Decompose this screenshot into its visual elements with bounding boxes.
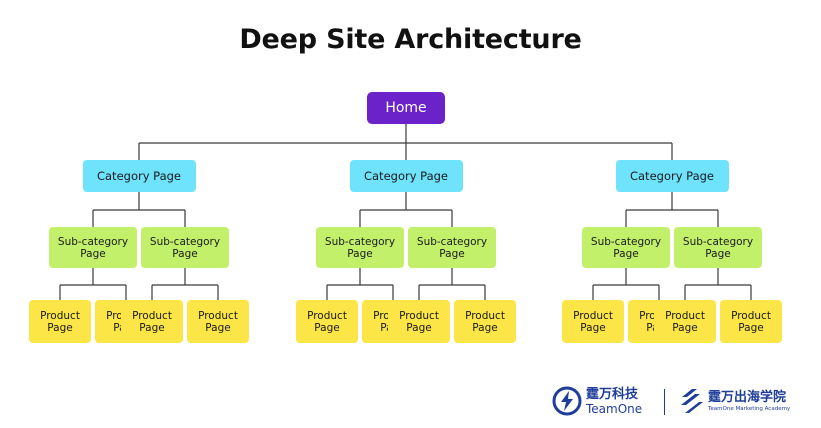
brand-left-en: TeamOne: [586, 401, 643, 416]
brand-right-en: TeamOne Marketing Academy: [708, 405, 791, 412]
product-node: Product Page: [454, 300, 516, 343]
stripe-mark-icon: [681, 389, 703, 413]
brand-right-cn: 霆万出海学院: [708, 389, 787, 405]
brand-left-cn: 霆万科技: [586, 386, 639, 402]
subcategory-node: Sub-category Page: [582, 227, 670, 268]
category-node: Category Page: [615, 160, 729, 192]
category-node: Category Page: [82, 160, 196, 192]
product-node: Product Page: [121, 300, 183, 343]
subcategory-node: Sub-category Page: [141, 227, 229, 268]
brand-divider: [664, 389, 665, 415]
product-node: Product Page: [187, 300, 249, 343]
brand-teamone: 霆万科技 TeamOne: [552, 384, 642, 418]
home-node: Home: [367, 92, 445, 124]
product-node: Product Page: [720, 300, 782, 343]
product-node: Product Page: [562, 300, 624, 343]
product-node: Product Page: [296, 300, 358, 343]
diagram-title: Deep Site Architecture: [239, 24, 582, 55]
subcategory-node: Sub-category Page: [316, 227, 404, 268]
subcategory-node: Sub-category Page: [674, 227, 762, 268]
subcategory-node: Sub-category Page: [408, 227, 496, 268]
category-node: Category Page: [349, 160, 463, 192]
product-node: Product Page: [29, 300, 91, 343]
lightning-circle-icon: [552, 386, 582, 416]
brand-academy: 霆万出海学院 TeamOne Marketing Academy: [678, 384, 790, 418]
product-node: Product Page: [654, 300, 716, 343]
product-node: Product Page: [388, 300, 450, 343]
subcategory-node: Sub-category Page: [49, 227, 137, 268]
